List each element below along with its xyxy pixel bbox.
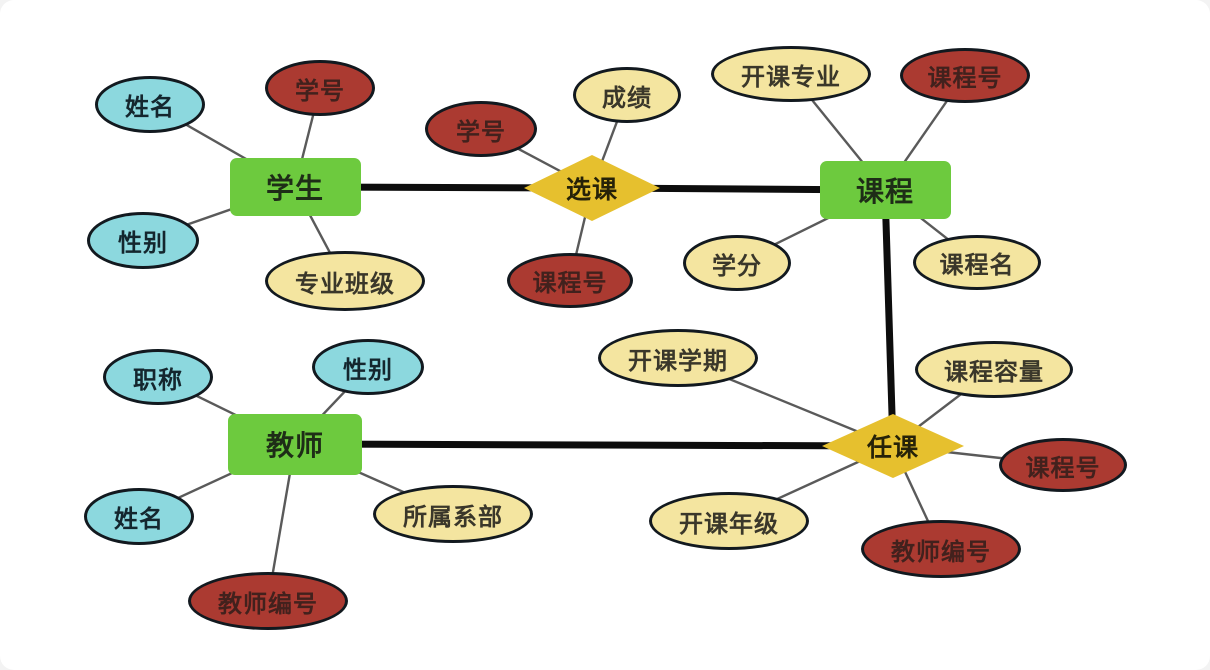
attr-select-score: 成绩 — [573, 67, 681, 123]
attr-teach-course-id: 课程号 — [999, 438, 1127, 492]
attr-course-name: 课程名 — [913, 234, 1041, 290]
attr-teacher-dept-label: 所属系部 — [403, 503, 503, 531]
entity-teacher: 教师 — [228, 413, 362, 475]
attr-teacher-gender: 性别 — [312, 339, 424, 395]
entity-course-label: 课程 — [855, 176, 914, 207]
rel-select-course-label: 选课 — [565, 176, 618, 204]
attr-course-major: 开课专业 — [711, 46, 871, 102]
attr-course-id: 课程号 — [900, 47, 1030, 103]
attr-student-id-label: 学号 — [295, 77, 345, 105]
attr-course-credit-label: 学分 — [712, 252, 762, 280]
attr-select-score-label: 成绩 — [602, 84, 652, 112]
attr-teach-capacity-label: 课程容量 — [944, 358, 1044, 386]
attr-student-name: 姓名 — [95, 75, 205, 133]
attr-course-id-label: 课程号 — [927, 64, 1003, 92]
attr-student-major-class-label: 专业班级 — [295, 270, 395, 298]
attr-course-name-label: 课程名 — [939, 251, 1015, 279]
attr-select-course-id-label: 课程号 — [532, 269, 608, 297]
attr-student-id: 学号 — [265, 60, 375, 116]
attr-teach-semester: 开课学期 — [598, 329, 758, 387]
attr-teacher-title-label: 职称 — [133, 366, 183, 394]
rel-select-course: 选课 — [524, 155, 660, 221]
rel-teach: 任课 — [822, 414, 964, 478]
attr-teach-course-id-label: 课程号 — [1025, 454, 1101, 482]
attr-select-course-id: 课程号 — [507, 252, 633, 308]
attr-teach-teacher-id: 教师编号 — [861, 520, 1021, 578]
attr-teach-semester-label: 开课学期 — [628, 347, 728, 375]
attr-student-name-label: 姓名 — [125, 93, 175, 121]
attr-student-gender: 性别 — [87, 211, 199, 269]
edge-entity-teacher--rel-teach — [294, 440, 894, 450]
attr-teach-grade: 开课年级 — [649, 492, 809, 550]
attr-teacher-dept: 所属系部 — [373, 485, 533, 543]
attr-teacher-gender-label: 性别 — [343, 356, 393, 384]
attr-teach-capacity: 课程容量 — [915, 340, 1073, 398]
attr-teacher-name-label: 姓名 — [114, 505, 164, 533]
attr-select-student-id: 学号 — [425, 101, 537, 157]
attr-teacher-name: 姓名 — [84, 487, 194, 545]
entity-student: 学生 — [229, 158, 361, 216]
edge-entity-course--rel-teach — [881, 189, 897, 447]
attr-teach-grade-label: 开课年级 — [679, 510, 779, 538]
attr-teach-teacher-id-label: 教师编号 — [891, 538, 991, 566]
attr-course-major-label: 开课专业 — [741, 63, 841, 91]
entity-student-label: 学生 — [265, 173, 324, 204]
attr-teacher-id: 教师编号 — [188, 572, 348, 630]
attr-course-credit: 学分 — [683, 235, 791, 291]
attr-teacher-id-label: 教师编号 — [218, 590, 318, 618]
attr-student-gender-label: 性别 — [118, 229, 168, 257]
entity-course: 课程 — [819, 161, 951, 219]
attr-teacher-title: 职称 — [103, 349, 213, 405]
rel-teach-label: 任课 — [866, 434, 919, 462]
entity-teacher-label: 教师 — [265, 430, 324, 461]
attr-select-student-id-label: 学号 — [456, 118, 506, 146]
attr-student-major-class: 专业班级 — [265, 251, 425, 311]
